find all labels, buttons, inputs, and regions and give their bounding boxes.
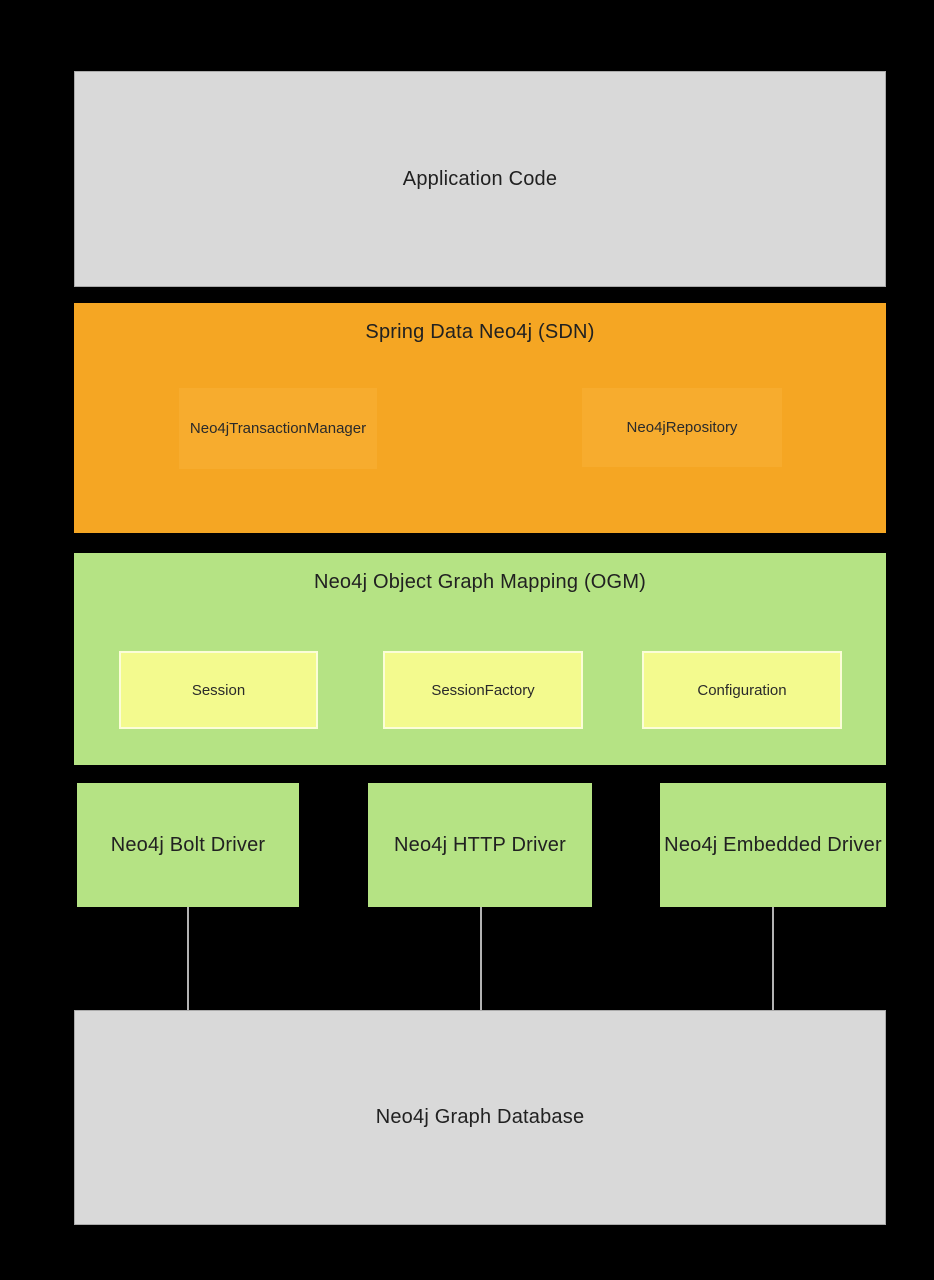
driver-embedded: Neo4j Embedded Driver bbox=[660, 783, 886, 907]
sdn-component-repository: Neo4jRepository bbox=[582, 388, 782, 467]
ogm-layer: Neo4j Object Graph Mapping (OGM) Session… bbox=[74, 553, 886, 765]
driver-embedded-label: Neo4j Embedded Driver bbox=[664, 833, 882, 856]
database-label: Neo4j Graph Database bbox=[375, 1106, 585, 1128]
application-code-label: Application Code bbox=[402, 167, 558, 190]
connector-http-to-db bbox=[480, 907, 482, 1011]
session-factory-label: SessionFactory bbox=[431, 681, 535, 699]
application-code-layer: Application Code bbox=[74, 71, 886, 287]
connector-bolt-to-db bbox=[187, 907, 189, 1011]
driver-http: Neo4j HTTP Driver bbox=[368, 783, 592, 907]
sdn-layer-title: Spring Data Neo4j (SDN) bbox=[365, 321, 595, 343]
ogm-layer-title: Neo4j Object Graph Mapping (OGM) bbox=[313, 571, 647, 593]
sdn-layer: Spring Data Neo4j (SDN) Neo4jTransaction… bbox=[74, 303, 886, 533]
ogm-component-session-factory: SessionFactory bbox=[383, 651, 583, 729]
configuration-label: Configuration bbox=[697, 681, 787, 699]
connector-embedded-to-db bbox=[772, 907, 774, 1011]
transaction-manager-label: Neo4jTransactionManager bbox=[189, 420, 367, 437]
ogm-component-session: Session bbox=[119, 651, 318, 729]
driver-bolt: Neo4j Bolt Driver bbox=[77, 783, 299, 907]
session-label: Session bbox=[191, 681, 246, 699]
driver-bolt-label: Neo4j Bolt Driver bbox=[110, 833, 266, 856]
driver-http-label: Neo4j HTTP Driver bbox=[394, 833, 566, 856]
ogm-component-configuration: Configuration bbox=[642, 651, 842, 729]
sdn-component-transaction-manager: Neo4jTransactionManager bbox=[179, 388, 377, 469]
database-layer: Neo4j Graph Database bbox=[74, 1010, 886, 1225]
repository-label: Neo4jRepository bbox=[626, 419, 738, 436]
